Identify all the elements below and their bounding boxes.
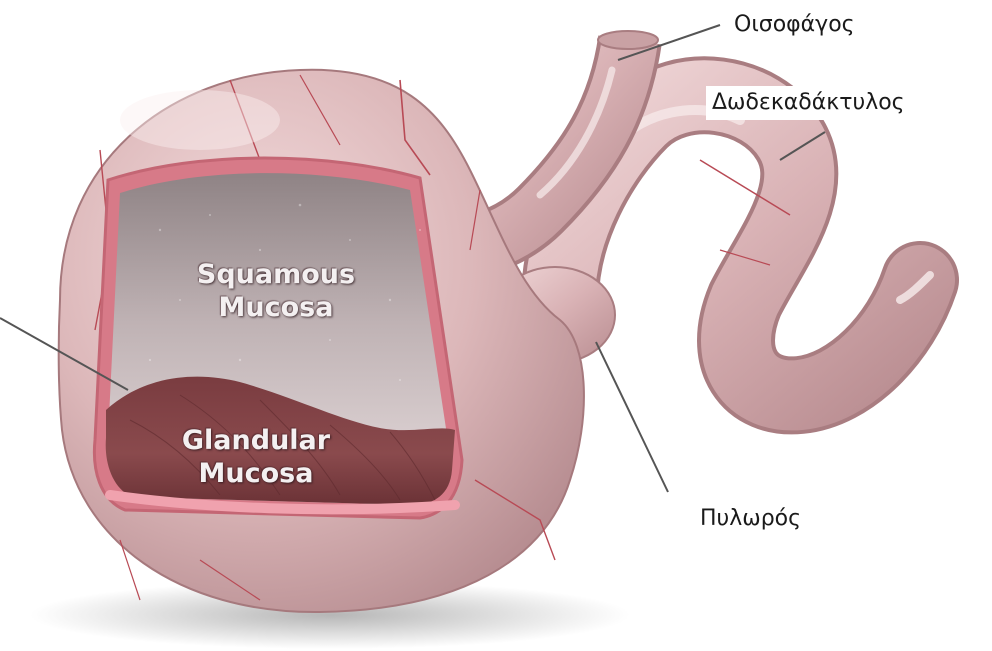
glandular-line2: Mucosa (156, 457, 356, 490)
squamous-mucosa-label: Squamous Mucosa (176, 258, 376, 324)
esophagus-label: Οισοφάγος (728, 8, 861, 42)
leader-pylorus (596, 342, 668, 492)
squamous-line2: Mucosa (176, 291, 376, 324)
pylorus-label: Πυλωρός (694, 502, 807, 536)
glandular-mucosa-label: Glandular Mucosa (156, 424, 356, 490)
glandular-line1: Glandular (156, 424, 356, 457)
duodenum-label: Δωδεκαδάκτυλος (706, 86, 911, 120)
squamous-line1: Squamous (176, 258, 376, 291)
